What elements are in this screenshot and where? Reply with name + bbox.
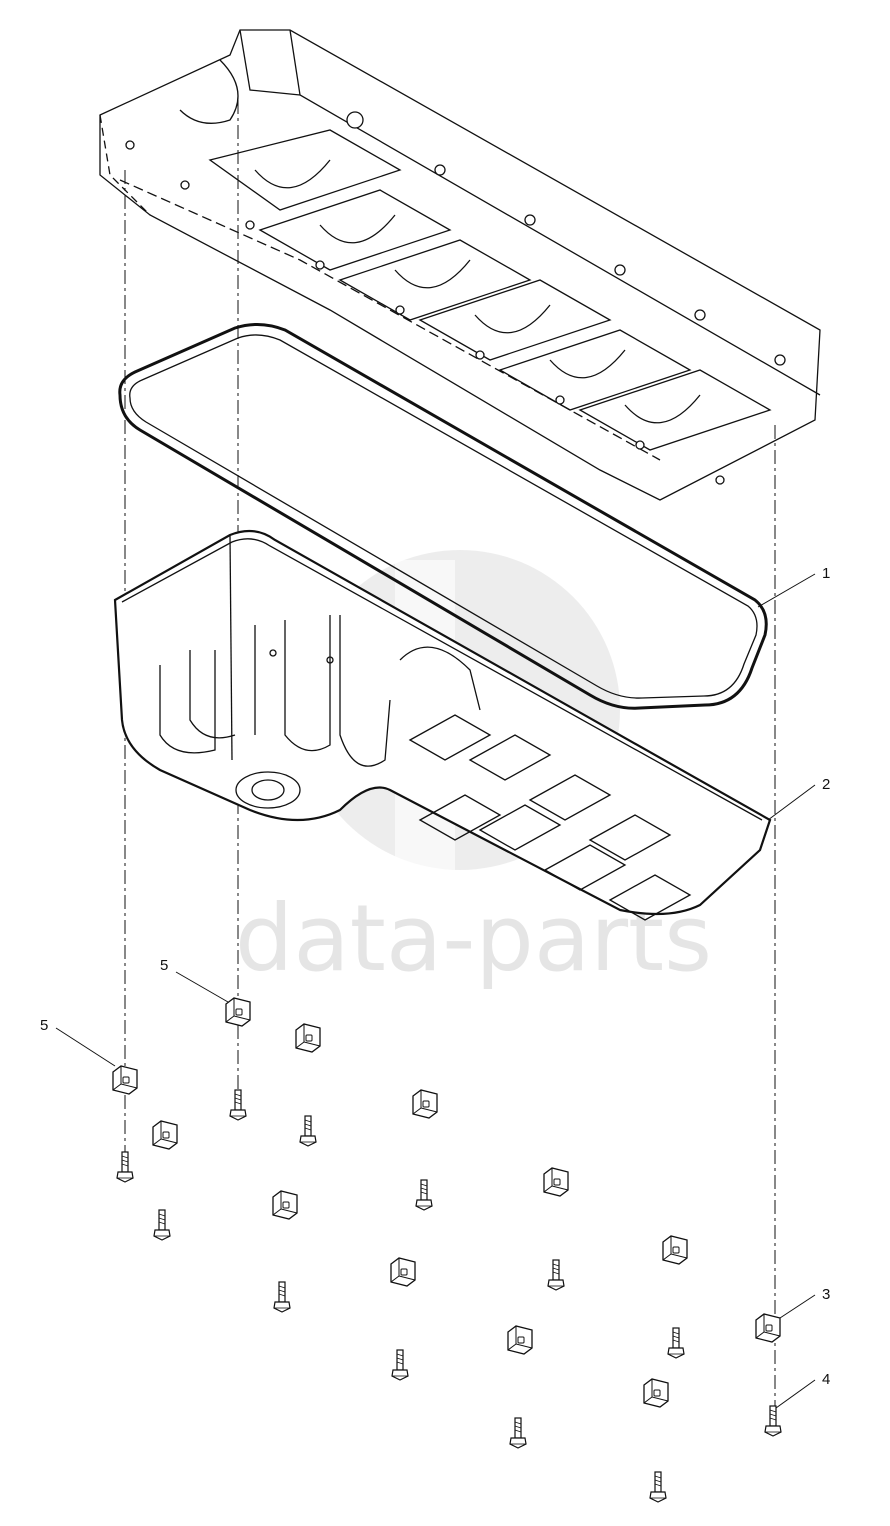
leader-lines xyxy=(55,573,816,1409)
clamp xyxy=(543,1167,569,1197)
clamp xyxy=(272,1190,298,1220)
clamp xyxy=(643,1378,669,1408)
callouts: 1 2 3 4 5 5 xyxy=(40,565,830,1388)
clamp xyxy=(152,1120,178,1150)
bolt xyxy=(229,1089,247,1121)
callout-5-upper: 5 xyxy=(160,957,168,974)
bolt xyxy=(509,1417,527,1449)
bolt xyxy=(153,1209,171,1241)
clamp xyxy=(507,1325,533,1355)
clamp xyxy=(295,1023,321,1053)
clamp xyxy=(755,1313,781,1343)
clamp xyxy=(412,1089,438,1119)
bolt xyxy=(299,1115,317,1147)
callout-2: 2 xyxy=(822,776,830,793)
gasket xyxy=(118,323,768,710)
clamp xyxy=(662,1235,688,1265)
callout-3: 3 xyxy=(822,1286,830,1303)
clamp-group xyxy=(112,997,781,1408)
bolt xyxy=(116,1151,134,1183)
bolt xyxy=(415,1179,433,1211)
clamp xyxy=(112,1065,138,1095)
clamp xyxy=(390,1257,416,1287)
bolt-group xyxy=(116,1089,782,1503)
clamp xyxy=(225,997,251,1027)
bolt xyxy=(391,1349,409,1381)
callout-4: 4 xyxy=(822,1371,830,1388)
bolt xyxy=(547,1259,565,1291)
engine-block xyxy=(99,29,821,501)
bolt xyxy=(764,1405,782,1437)
oil-pan xyxy=(113,529,772,921)
callout-5-lower: 5 xyxy=(40,1017,48,1034)
bolt xyxy=(667,1327,685,1359)
callout-1: 1 xyxy=(822,565,830,582)
bolt xyxy=(273,1281,291,1313)
bolt xyxy=(649,1471,667,1503)
